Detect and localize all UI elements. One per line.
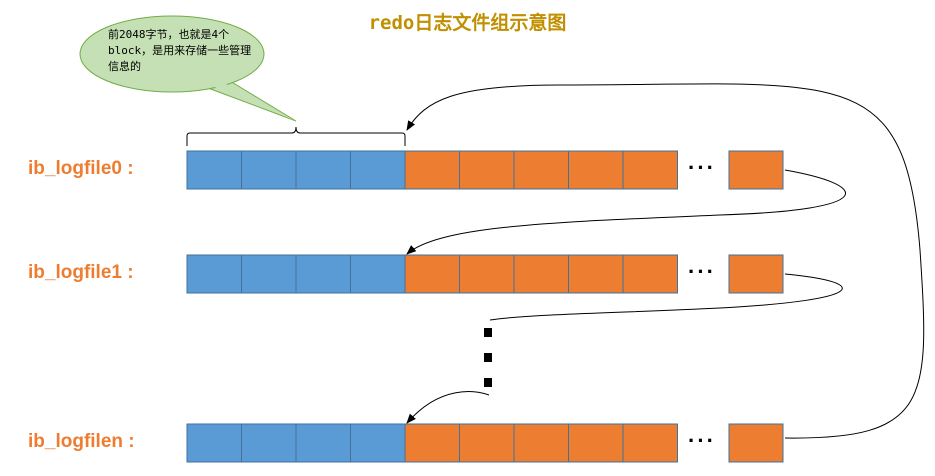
logfile-row-n	[186, 423, 784, 463]
data-block-6	[513, 423, 569, 463]
vertical-dot-1	[484, 328, 492, 337]
data-block-7	[568, 150, 624, 190]
file-label-0: ib_logfile0 :	[28, 158, 134, 179]
header-block-1	[241, 150, 297, 190]
header-block-2	[295, 254, 351, 294]
data-block-8	[622, 423, 678, 463]
header-block-2	[295, 423, 351, 463]
header-block-3	[350, 254, 406, 294]
row-ellipsis-0: ···	[688, 155, 716, 180]
data-block-6	[513, 150, 569, 190]
row-ellipsis-n: ···	[688, 428, 716, 453]
file-label-1: ib_logfile1 :	[28, 262, 134, 283]
data-block-5	[459, 150, 515, 190]
vertical-dot-3	[484, 378, 492, 387]
file-label-n: ib_logfilen :	[28, 431, 135, 452]
data-block-4	[404, 150, 460, 190]
data-block-7	[568, 254, 624, 294]
callout-bubble	[79, 15, 297, 122]
data-block-8	[622, 254, 678, 294]
data-block-6	[513, 254, 569, 294]
logfile-row-1	[186, 254, 784, 294]
diagram-title: redo日志文件组示意图	[368, 12, 567, 34]
data-block-4	[404, 423, 460, 463]
last-data-block	[728, 423, 784, 463]
header-block-3	[350, 423, 406, 463]
arrow-file1-to-gap	[489, 273, 843, 321]
header-block-3	[350, 150, 406, 190]
data-block-5	[459, 254, 515, 294]
data-block-5	[459, 423, 515, 463]
data-block-4	[404, 254, 460, 294]
logfile-row-0	[186, 150, 784, 190]
row-ellipsis-1: ···	[688, 259, 716, 284]
last-data-block	[728, 254, 784, 294]
header-block-0	[186, 254, 242, 294]
arrow-file0-to-file1	[406, 169, 846, 255]
arrow-gap-to-filen	[406, 391, 490, 424]
header-block-0	[186, 150, 242, 190]
last-data-block	[728, 150, 784, 190]
header-block-2	[295, 150, 351, 190]
arrow-to-file0-start	[406, 83, 925, 439]
vertical-dot-2	[484, 353, 492, 362]
header-block-0	[186, 423, 242, 463]
header-block-1	[241, 254, 297, 294]
data-block-7	[568, 423, 624, 463]
header-brace	[186, 126, 406, 146]
header-block-1	[241, 423, 297, 463]
data-block-8	[622, 150, 678, 190]
callout-text: 前2048字节，也就是4个block，是用来存储一些管理信息的	[108, 28, 252, 73]
